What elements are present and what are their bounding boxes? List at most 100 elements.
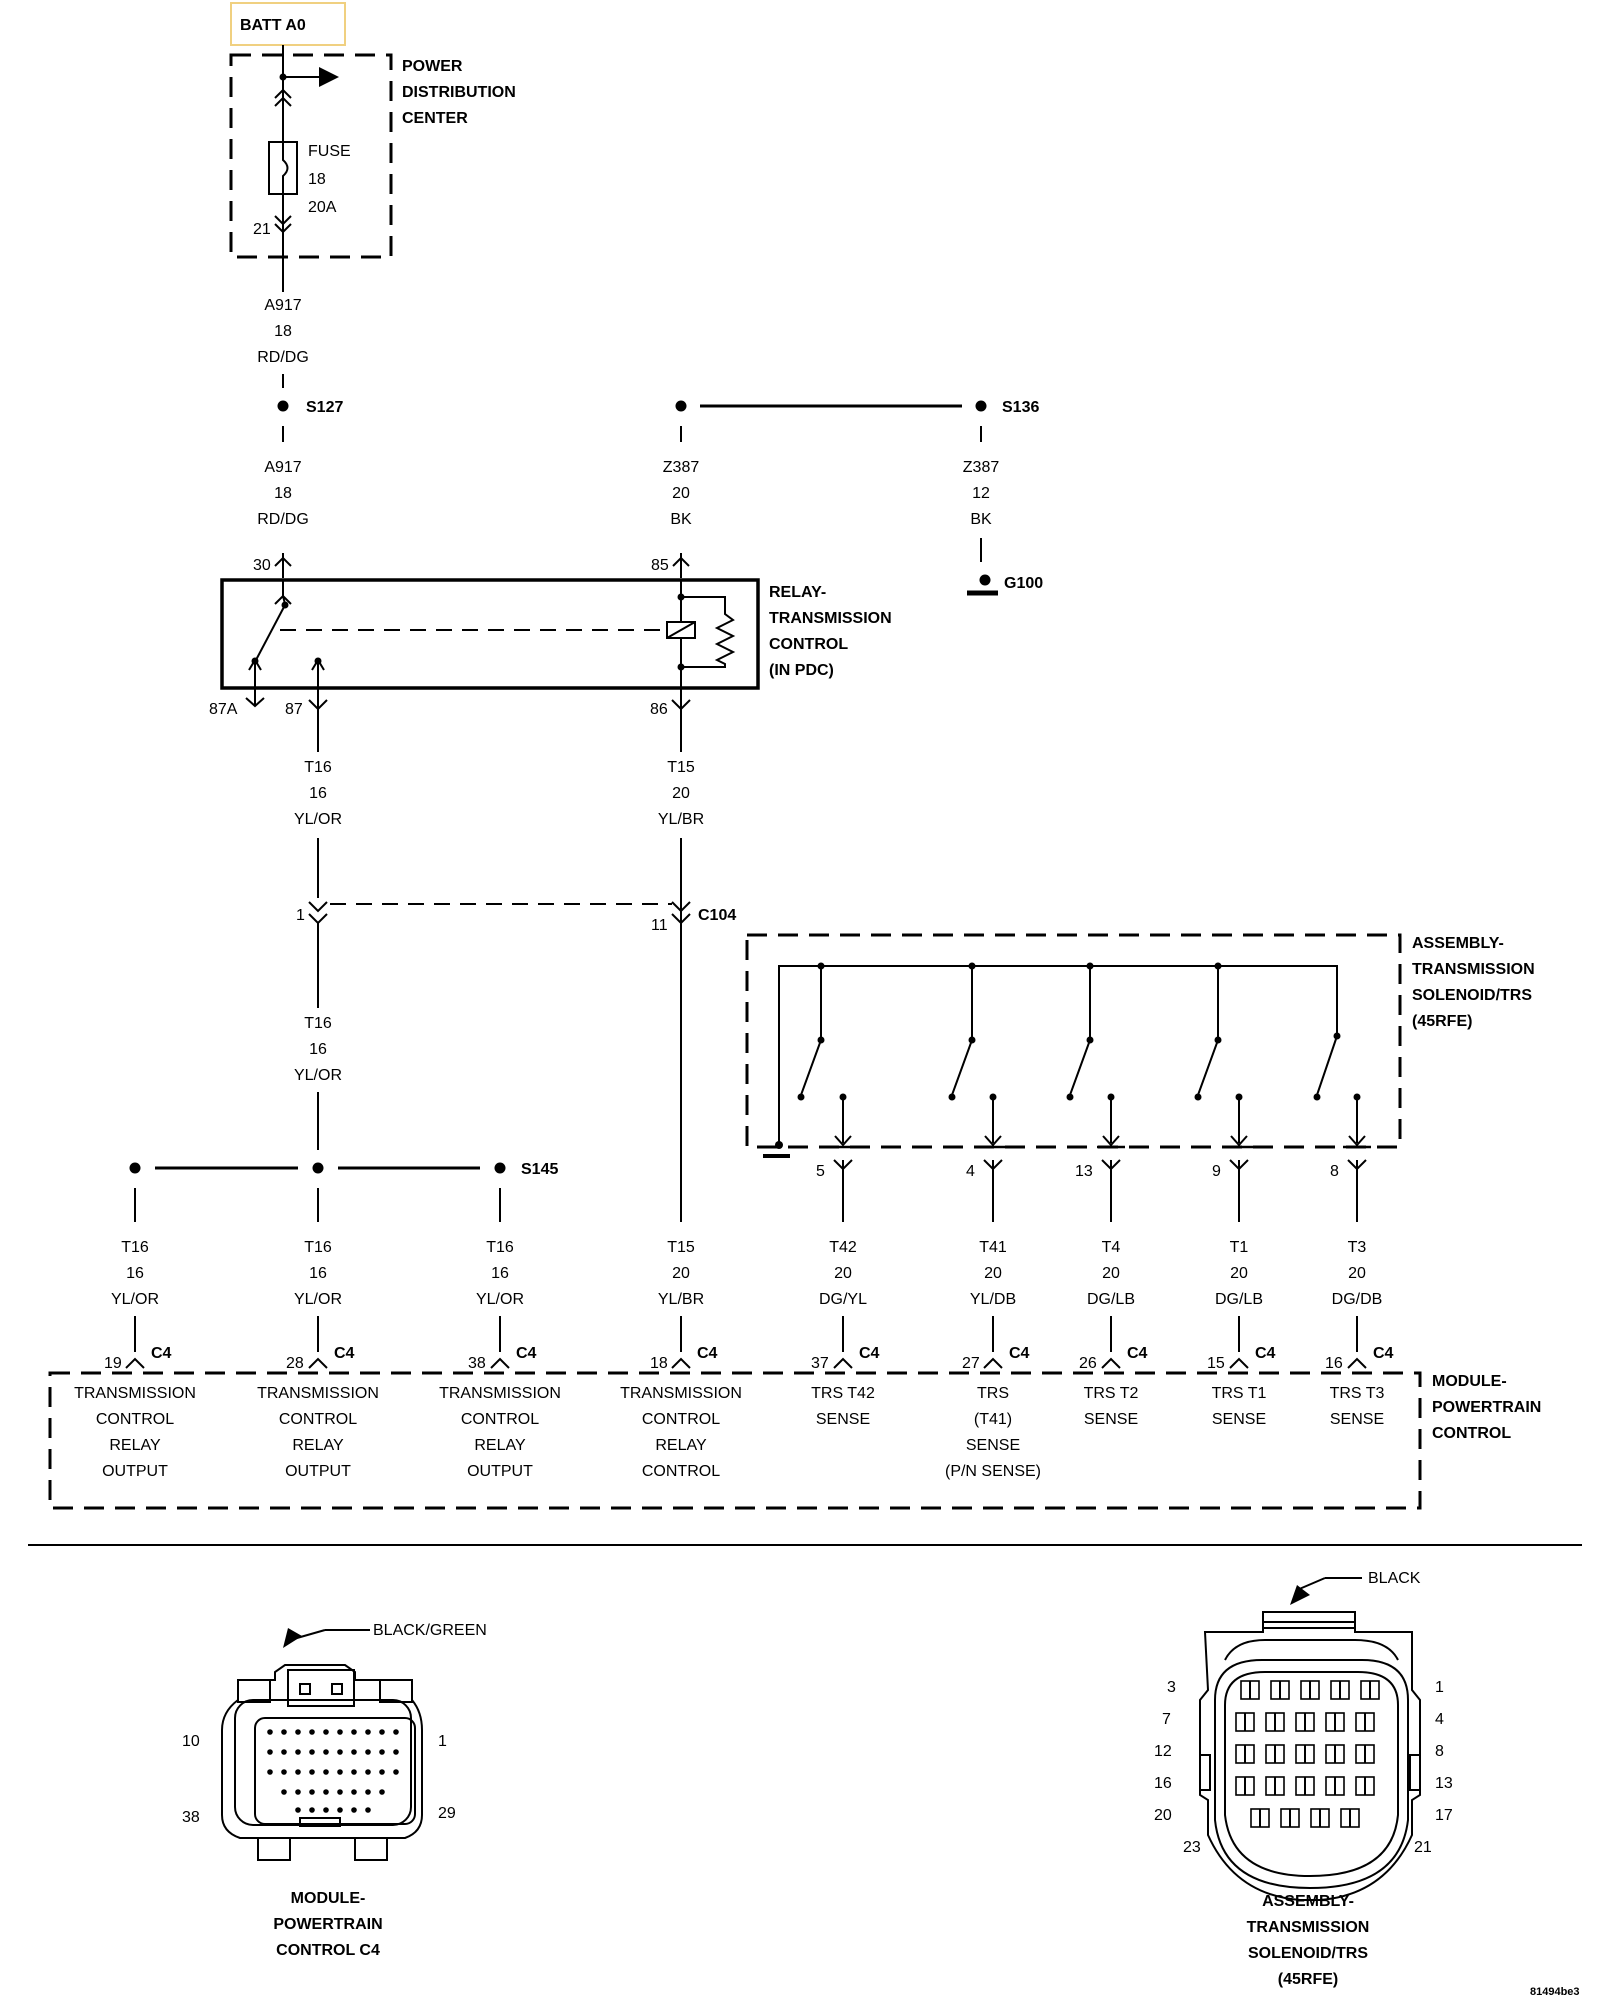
c4-pin-hole (393, 1769, 399, 1775)
relay-title-1: RELAY- (769, 584, 826, 601)
wire-color: YL/OR (294, 811, 342, 828)
c4-pin-hole (337, 1769, 343, 1775)
solenoid-pin-13: 13 (1075, 1163, 1093, 1180)
wire-z387-left: Z387 20 BK (663, 459, 700, 528)
c4-pin-hole (365, 1729, 371, 1735)
c4-pin-hole (281, 1729, 287, 1735)
wire-code: T16 (121, 1239, 149, 1256)
relay-pin-87a: 87A (209, 701, 238, 718)
wire-color: DG/DB (1332, 1291, 1383, 1308)
wire-t15-a: T15 20 YL/BR (658, 759, 704, 828)
trs-pin-label-8: 8 (1435, 1743, 1444, 1760)
pcm-function-3: TRANSMISSION CONTROL RELAY OUTPUT (439, 1385, 561, 1480)
function-line: CONTROL (96, 1411, 174, 1428)
wire-gauge: 16 (309, 1265, 327, 1282)
function-line: TRS T1 (1212, 1385, 1267, 1402)
trs-pin-grid (1235, 1680, 1380, 1828)
c4-pin-hole (337, 1789, 343, 1795)
pcm-pin-18: 18 (650, 1355, 668, 1372)
relay-title-4: (IN PDC) (769, 662, 834, 679)
pcm-function-2: TRANSMISSION CONTROL RELAY OUTPUT (257, 1385, 379, 1480)
function-line: CONTROL (642, 1411, 720, 1428)
trs-pin-label-7: 7 (1162, 1711, 1171, 1728)
pcm-c4-pins: 19 28 38 18 37 27 26 15 16 C4 C4 C4 C4 C… (104, 1316, 1394, 1372)
powertrain-control-module: MODULE- POWERTRAIN CONTROL TRANSMISSION … (48, 1371, 1541, 1510)
trs-pin-label-1: 1 (1435, 1679, 1444, 1696)
power-distribution-center: POWER DISTRIBUTION CENTER FUSE 18 20A 21 (229, 53, 516, 292)
wire-gauge: 20 (984, 1265, 1002, 1282)
pcm-pin-37: 37 (811, 1355, 829, 1372)
pcm-connector-label: C4 (697, 1345, 718, 1362)
wire-color: DG/LB (1087, 1291, 1135, 1308)
relay-box (220, 578, 760, 690)
c4-pin-hole (323, 1749, 329, 1755)
switch-3 (1066, 962, 1115, 1143)
wire-color: DG/YL (819, 1291, 867, 1308)
wire-code: T1 (1230, 1239, 1249, 1256)
wire-code: T15 (667, 759, 695, 776)
wire-t42: T42 20 DG/YL (819, 1239, 867, 1308)
pcm-connector-label: C4 (151, 1345, 172, 1362)
wire-code: T15 (667, 1239, 695, 1256)
wire-t16-b: T16 16 YL/OR (294, 1015, 342, 1084)
pcm-function-9: TRS T3 SENSE (1330, 1385, 1385, 1428)
solenoid-pin-8: 8 (1330, 1163, 1339, 1180)
wire-gauge: 20 (1230, 1265, 1248, 1282)
wire-code: T16 (304, 1239, 332, 1256)
c104-pin-1: 1 (296, 907, 305, 924)
wire-t4: T4 20 DG/LB (1087, 1239, 1135, 1308)
wire-code: A917 (264, 459, 301, 476)
c4-pin-hole (351, 1807, 357, 1813)
c4-pin-hole (323, 1789, 329, 1795)
pcm-title-1: MODULE- (1432, 1373, 1507, 1390)
trs-title-1: ASSEMBLY- (1262, 1893, 1354, 1910)
wire-gauge: 12 (972, 485, 990, 502)
c4-pin-hole (393, 1729, 399, 1735)
relay-pin-85: 85 (651, 557, 669, 574)
function-line: (P/N SENSE) (945, 1463, 1041, 1480)
function-line: CONTROL (461, 1411, 539, 1428)
c4-pin-label-38: 38 (182, 1809, 200, 1826)
solenoid-title-2: TRANSMISSION (1412, 961, 1535, 978)
pcm-connector-label: C4 (1127, 1345, 1148, 1362)
wire-gauge: 16 (309, 785, 327, 802)
trs-pin-label-20: 20 (1154, 1807, 1172, 1824)
function-line: TRS T42 (811, 1385, 875, 1402)
wire-gauge: 20 (672, 1265, 690, 1282)
c4-pin-hole (267, 1749, 273, 1755)
c4-pin-hole (323, 1769, 329, 1775)
function-line: CONTROL (279, 1411, 357, 1428)
function-line: OUTPUT (467, 1463, 533, 1480)
pcm-connector-label: C4 (334, 1345, 355, 1362)
wire-a917-upper: A917 18 RD/DG (257, 297, 309, 388)
wire-code: T16 (304, 1015, 332, 1032)
pcm-pin-28: 28 (286, 1355, 304, 1372)
c4-pin-hole (379, 1789, 385, 1795)
c4-pin-hole (351, 1749, 357, 1755)
function-line: TRS T2 (1084, 1385, 1139, 1402)
wire-color: RD/DG (257, 349, 309, 366)
wire-color: BK (970, 511, 992, 528)
c4-pin-hole (309, 1769, 315, 1775)
solenoid-pin-4: 4 (966, 1163, 975, 1180)
c4-pin-hole (281, 1769, 287, 1775)
c4-pin-hole (379, 1729, 385, 1735)
pcm-function-8: TRS T1 SENSE (1212, 1385, 1267, 1428)
c4-pin-hole (337, 1807, 343, 1813)
wire-gauge: 20 (1102, 1265, 1120, 1282)
wire-code: T16 (486, 1239, 514, 1256)
solenoid-pins: 5 4 13 9 8 (816, 1159, 1367, 1222)
wire-gauge: 18 (274, 323, 292, 340)
wire-color: YL/OR (111, 1291, 159, 1308)
c4-pin-hole (323, 1729, 329, 1735)
wire-t16-c2: T16 16 YL/OR (294, 1239, 342, 1308)
pcm-title-2: POWERTRAIN (1432, 1399, 1541, 1416)
c4-pin-hole (365, 1769, 371, 1775)
trs-title-3: SOLENOID/TRS (1248, 1945, 1368, 1962)
figure-id: 81494be3 (1530, 1986, 1580, 1998)
pcm-function-4: TRANSMISSION CONTROL RELAY CONTROL (620, 1385, 742, 1480)
pcm-function-7: TRS T2 SENSE (1084, 1385, 1139, 1428)
relay-pin-87: 87 (285, 701, 303, 718)
wire-code: T16 (304, 759, 332, 776)
trs-pin-label-4: 4 (1435, 1711, 1444, 1728)
